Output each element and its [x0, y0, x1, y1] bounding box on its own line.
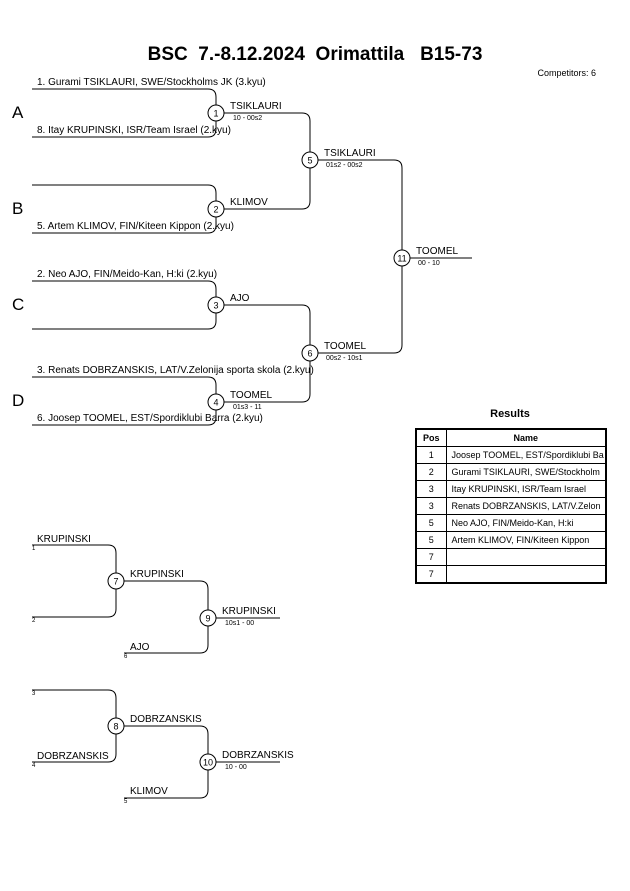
result-pos: 5 [415, 514, 447, 532]
match-7-winner: KRUPINSKI [130, 569, 184, 580]
match-9-score: 10s1 - 00 [225, 620, 255, 627]
pool-label-a: A [12, 103, 24, 122]
match-circle-4: 4 [207, 393, 225, 411]
svg-text:3: 3 [213, 301, 218, 311]
result-pos: 7 [415, 548, 447, 566]
result-name: Neo AJO, FIN/Meido-Kan, H:ki [445, 514, 607, 532]
results-col-pos: Pos [415, 428, 447, 447]
result-name [445, 565, 607, 584]
result-pos: 7 [415, 565, 447, 584]
svg-text:9: 9 [205, 614, 210, 624]
match-6-score: 00s2 - 10s1 [326, 355, 363, 362]
result-pos: 5 [415, 531, 447, 549]
slot-number-4: 4 [32, 763, 36, 769]
result-name [445, 548, 607, 566]
repechage-entry-6: AJO [130, 642, 150, 653]
entry-b2: 5. Artem KLIMOV, FIN/Kiteen Kippon (2.ky… [37, 221, 234, 232]
match-4-winner: TOOMEL [230, 390, 273, 401]
match-8-winner: DOBRZANSKIS [130, 714, 202, 725]
svg-text:5: 5 [307, 156, 312, 166]
result-name: Gurami TSIKLAURI, SWE/Stockholm [445, 463, 607, 481]
repechage-entry-1: KRUPINSKI [37, 534, 91, 545]
slot-number-6: 6 [124, 654, 128, 660]
result-name: Artem KLIMOV, FIN/Kiteen Kippon [445, 531, 607, 549]
match-circle-11: 11 [393, 249, 411, 267]
match-5-winner: TSIKLAURI [324, 148, 376, 159]
slot-number-2: 2 [32, 618, 36, 624]
result-pos: 1 [415, 446, 447, 464]
entry-a2: 8. Itay KRUPINSKI, ISR/Team Israel (2.ky… [37, 125, 231, 136]
page-title: BSC 7.-8.12.2024 Orimattila B15-73 [147, 44, 483, 65]
match-10-winner: DOBRZANSKIS [222, 750, 294, 761]
match-circle-3: 3 [207, 296, 225, 314]
slot-number-3: 3 [32, 691, 36, 697]
match-9-winner: KRUPINSKI [222, 606, 276, 617]
pool-label-b: B [12, 199, 24, 218]
slot-number-5: 5 [124, 799, 128, 805]
result-name: Renats DOBRZANSKIS, LAT/V.Zelon [445, 497, 607, 515]
pool-label-d: D [12, 391, 25, 410]
match-circle-1: 1 [207, 104, 225, 122]
table-row: 7 [415, 565, 607, 584]
repechage-entry-5: KLIMOV [130, 786, 168, 797]
match-5-score: 01s2 - 00s2 [326, 162, 363, 169]
svg-text:1: 1 [213, 109, 218, 119]
result-pos: 3 [415, 480, 447, 498]
match-11-winner: TOOMEL [416, 246, 459, 257]
match-1-winner: TSIKLAURI [230, 101, 282, 112]
svg-text:8: 8 [113, 722, 118, 732]
match-11-score: 00 - 10 [418, 260, 440, 267]
match-6-winner: TOOMEL [324, 341, 367, 352]
match-3-winner: AJO [230, 293, 250, 304]
results-header-row: Pos Name [415, 428, 607, 447]
match-circle-6: 6 [301, 344, 319, 362]
match-circle-2: 2 [207, 200, 225, 218]
slot-number-1: 1 [32, 546, 36, 552]
result-name: Joosep TOOMEL, EST/Spordiklubi Ba [445, 446, 607, 464]
svg-text:7: 7 [113, 577, 118, 587]
results-col-name: Name [445, 428, 607, 447]
pool-label-c: C [12, 295, 25, 314]
result-pos: 2 [415, 463, 447, 481]
result-name: Itay KRUPINSKI, ISR/Team Israel [445, 480, 607, 498]
competitors-count: Competitors: 6 [537, 68, 596, 78]
match-10-score: 10 - 00 [225, 764, 247, 771]
entry-c1: 2. Neo AJO, FIN/Meido-Kan, H:ki (2.kyu) [37, 269, 218, 280]
match-circle-8: 8 [107, 717, 125, 735]
result-pos: 3 [415, 497, 447, 515]
entry-a1: 1. Gurami TSIKLAURI, SWE/Stockholms JK (… [37, 77, 266, 88]
match-circle-7: 7 [107, 572, 125, 590]
svg-text:11: 11 [397, 254, 406, 264]
svg-text:6: 6 [307, 349, 312, 359]
results-title: Results [490, 408, 530, 420]
svg-text:4: 4 [213, 398, 218, 408]
match-1-score: 10 - 00s2 [233, 115, 263, 122]
svg-text:10: 10 [203, 758, 213, 768]
match-2-winner: KLIMOV [230, 197, 268, 208]
table-row: 7 [415, 548, 607, 566]
repechage-entry-4: DOBRZANSKIS [37, 751, 109, 762]
svg-text:2: 2 [213, 205, 218, 215]
entry-d2: 6. Joosep TOOMEL, EST/Spordiklubi Barra … [37, 413, 263, 424]
match-circle-9: 9 [199, 609, 217, 627]
match-circle-10: 10 [199, 753, 217, 771]
match-4-score: 01s3 - 11 [233, 404, 262, 411]
entry-d1: 3. Renats DOBRZANSKIS, LAT/V.Zelonija sp… [37, 365, 314, 376]
match-circle-5: 5 [301, 151, 319, 169]
